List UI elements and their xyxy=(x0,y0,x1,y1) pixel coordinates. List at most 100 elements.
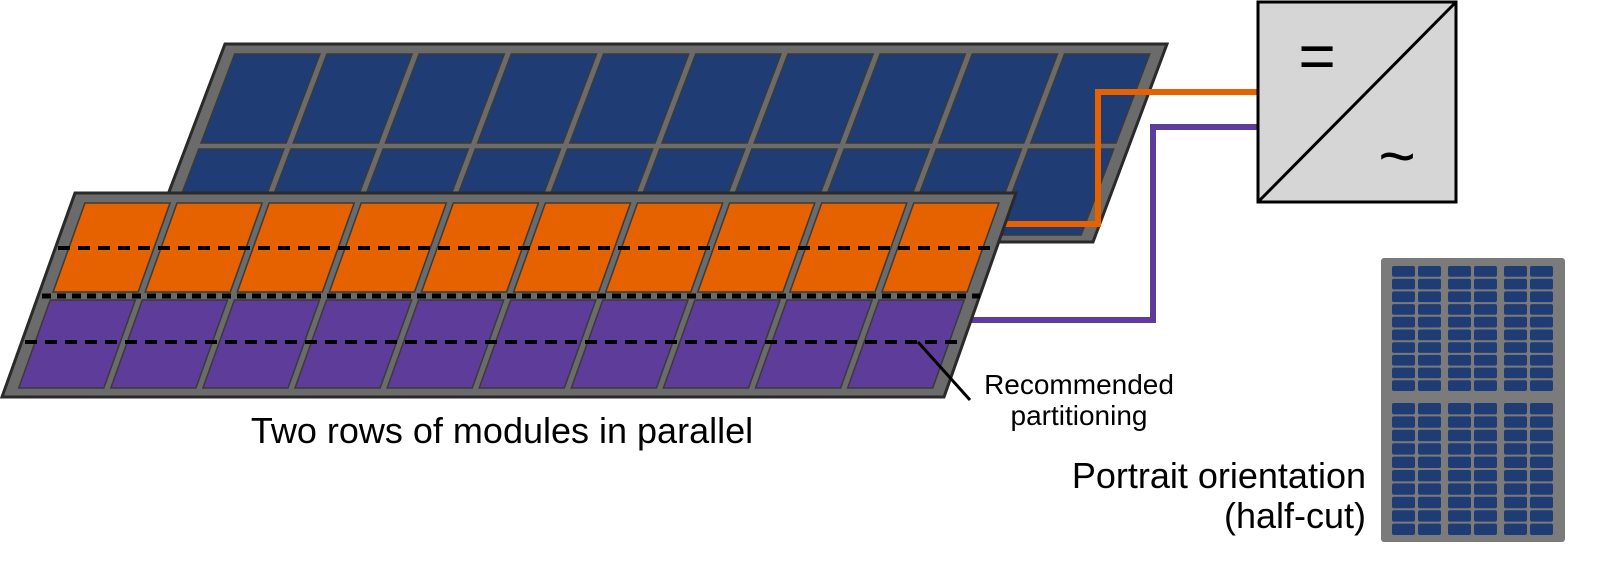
front-module xyxy=(478,299,597,389)
module-cell xyxy=(1448,354,1471,366)
module-cell xyxy=(1418,443,1441,455)
partition-leader-line xyxy=(916,340,972,402)
module-cell xyxy=(1530,403,1553,415)
module-cell xyxy=(1448,329,1471,341)
module-cell xyxy=(1392,483,1415,495)
module-cell xyxy=(1448,443,1471,455)
module-cell xyxy=(1418,416,1441,428)
module-cell xyxy=(1392,291,1415,303)
module-cell xyxy=(1474,354,1497,366)
module-cell xyxy=(1474,443,1497,455)
module-cells xyxy=(1392,266,1553,535)
module-cell xyxy=(1448,291,1471,303)
portrait-orientation-label-line1: Portrait orientation xyxy=(1072,455,1366,496)
recommended-partitioning-label-line2: partitioning xyxy=(1011,400,1148,431)
back-module xyxy=(660,53,782,144)
module-cell xyxy=(1530,291,1553,303)
module-cell xyxy=(1474,291,1497,303)
front-module xyxy=(696,202,816,293)
back-module xyxy=(292,53,414,144)
back-module xyxy=(199,53,321,144)
module-cell xyxy=(1448,523,1471,535)
module-cell xyxy=(1392,523,1415,535)
module-cell xyxy=(1418,291,1441,303)
front-module-row xyxy=(0,191,1019,399)
module-cell xyxy=(1474,510,1497,522)
module-cell xyxy=(1392,416,1415,428)
back-module xyxy=(753,53,875,144)
module-cell xyxy=(1418,304,1441,315)
module-cell xyxy=(1448,266,1471,277)
module-cell xyxy=(1504,291,1527,303)
module-cell xyxy=(1504,496,1527,509)
module-cell xyxy=(1392,403,1415,415)
module-cell xyxy=(1530,342,1553,353)
module-cell xyxy=(1392,470,1415,482)
module-cell xyxy=(1448,403,1471,415)
recommended-partitioning-label-line1: Recommended xyxy=(984,369,1174,400)
back-module xyxy=(845,53,967,144)
module-cell xyxy=(1418,403,1441,415)
back-module xyxy=(568,53,690,144)
module-cell xyxy=(1392,510,1415,522)
module-cell xyxy=(1448,304,1471,315)
back-module xyxy=(384,53,506,144)
module-cell xyxy=(1418,456,1441,468)
module-cell xyxy=(1392,367,1415,379)
module-cell xyxy=(1504,380,1527,391)
inverter-diagonal xyxy=(1256,0,1458,204)
module-cell xyxy=(1474,278,1497,290)
module-cell xyxy=(1448,342,1471,353)
module-cell xyxy=(1448,278,1471,290)
module-cell xyxy=(1530,380,1553,391)
module-cell xyxy=(1474,266,1497,277)
module-cell xyxy=(1448,416,1471,428)
module-cell xyxy=(1392,354,1415,366)
module-cell xyxy=(1448,470,1471,482)
module-cell xyxy=(1504,456,1527,468)
module-cell xyxy=(1392,278,1415,290)
module-cell xyxy=(1392,342,1415,353)
module-cell xyxy=(1504,510,1527,522)
module-cell xyxy=(1418,342,1441,353)
module-cell xyxy=(1448,496,1471,509)
module-cell xyxy=(1530,429,1553,442)
module-cell xyxy=(1504,470,1527,482)
module-cell xyxy=(1392,316,1415,328)
module-cell xyxy=(1504,354,1527,366)
orange-string-wire xyxy=(992,89,1258,227)
module-cell xyxy=(1474,483,1497,495)
front-module xyxy=(662,299,782,389)
module-cell xyxy=(1504,403,1527,415)
module-cell xyxy=(1474,403,1497,415)
module-cell xyxy=(1392,429,1415,442)
half-cut-pv-module-icon xyxy=(1381,258,1565,542)
module-cell xyxy=(1530,496,1553,509)
front-module xyxy=(512,202,632,293)
module-cell xyxy=(1504,367,1527,379)
module-cell xyxy=(1504,342,1527,353)
module-cell xyxy=(1448,429,1471,442)
module-cell xyxy=(1448,367,1471,379)
module-cell xyxy=(1474,367,1497,379)
module-cell xyxy=(1504,429,1527,442)
module-cell xyxy=(1474,470,1497,482)
module-cell xyxy=(1530,483,1553,495)
module-cell xyxy=(1474,329,1497,341)
module-cell xyxy=(1504,304,1527,315)
module-cell xyxy=(1474,416,1497,428)
module-cell xyxy=(1530,367,1553,379)
module-cell xyxy=(1504,416,1527,428)
module-cell xyxy=(1530,329,1553,341)
module-cell xyxy=(1392,329,1415,341)
module-cell xyxy=(1474,316,1497,328)
module-cell xyxy=(1448,316,1471,328)
module-cell xyxy=(1448,483,1471,495)
module-cell xyxy=(1448,456,1471,468)
module-cell xyxy=(1504,316,1527,328)
portrait-orientation-label-line2: (half-cut) xyxy=(1224,495,1366,536)
module-cell xyxy=(1530,304,1553,315)
purple-string-wire xyxy=(958,124,1258,323)
module-cell xyxy=(1418,278,1441,290)
